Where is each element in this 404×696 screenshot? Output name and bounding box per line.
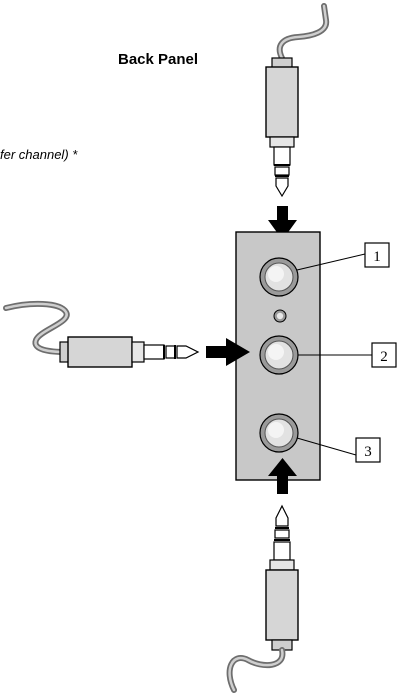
jack-2-icon (259, 335, 299, 375)
callout-1-label: 1 (373, 249, 381, 265)
callout-1: 1 (296, 242, 390, 271)
bottom-plug-icon (226, 504, 299, 693)
callout-2-label: 2 (380, 349, 388, 365)
left-plug-icon (3, 300, 200, 368)
caption-text: fer channel) * (0, 147, 78, 162)
top-plug-icon (265, 3, 330, 198)
left-insert-arrow-icon (206, 338, 250, 366)
callout-3-label: 3 (364, 444, 372, 460)
jack-1-icon (259, 257, 299, 297)
jack-3-icon (259, 413, 299, 453)
callout-3: 3 (296, 437, 381, 463)
bottom-insert-arrow-icon (268, 458, 297, 494)
panel-title: Back Panel (118, 51, 198, 68)
indicator-icon (273, 309, 287, 323)
callout-2: 2 (298, 342, 397, 368)
top-insert-arrow-icon (268, 206, 297, 240)
